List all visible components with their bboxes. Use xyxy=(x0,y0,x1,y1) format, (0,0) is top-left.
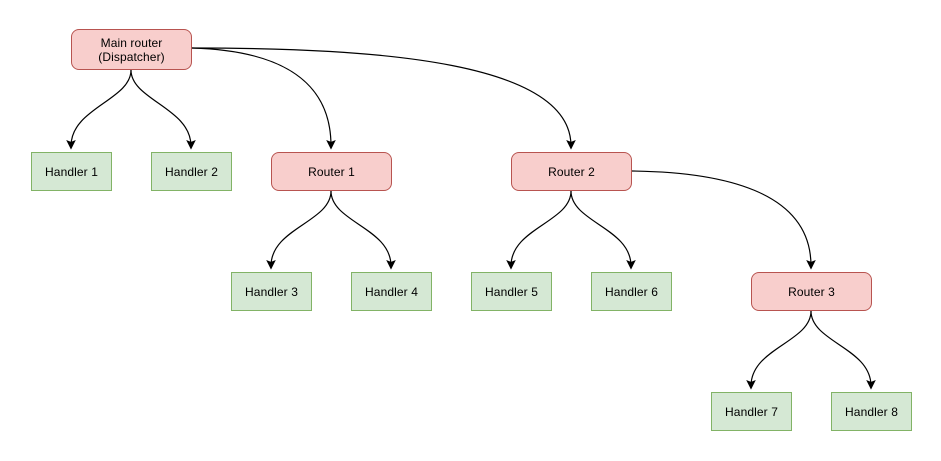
edge-main-router-to-router-2 xyxy=(191,47,576,150)
node-handler-3[interactable]: Handler 3 xyxy=(231,272,312,311)
edge-main-router-to-router-1 xyxy=(191,47,336,150)
node-label-router-1: Router 1 xyxy=(308,164,355,179)
node-label-handler-2: Handler 2 xyxy=(165,164,218,179)
node-label-router-2: Router 2 xyxy=(548,164,595,179)
edge-main-router-to-handler-1 xyxy=(66,69,132,150)
edge-router-3-to-handler-8 xyxy=(810,310,876,390)
node-router-2[interactable]: Router 2 xyxy=(511,152,632,191)
node-handler-8[interactable]: Handler 8 xyxy=(831,392,912,431)
node-handler-4[interactable]: Handler 4 xyxy=(351,272,432,311)
node-label-handler-6: Handler 6 xyxy=(605,284,658,299)
node-handler-6[interactable]: Handler 6 xyxy=(591,272,672,311)
node-main-router[interactable]: Main router (Dispatcher) xyxy=(71,29,192,70)
node-label-handler-5: Handler 5 xyxy=(485,284,538,299)
edge-main-router-to-handler-2 xyxy=(130,69,196,150)
node-label-handler-3: Handler 3 xyxy=(245,284,298,299)
node-label-main-router: Main router (Dispatcher) xyxy=(98,35,165,64)
node-handler-2[interactable]: Handler 2 xyxy=(151,152,232,191)
edge-router-1-to-handler-3 xyxy=(266,190,332,270)
node-label-router-3: Router 3 xyxy=(788,284,835,299)
node-label-handler-7: Handler 7 xyxy=(725,404,778,419)
edge-router-2-to-handler-5 xyxy=(506,190,572,270)
node-handler-1[interactable]: Handler 1 xyxy=(31,152,112,191)
node-handler-5[interactable]: Handler 5 xyxy=(471,272,552,311)
node-label-handler-8: Handler 8 xyxy=(845,404,898,419)
node-router-3[interactable]: Router 3 xyxy=(751,272,872,311)
edges-group xyxy=(66,47,876,390)
node-handler-7[interactable]: Handler 7 xyxy=(711,392,792,431)
node-router-1[interactable]: Router 1 xyxy=(271,152,392,191)
edge-router-2-to-handler-6 xyxy=(570,190,636,270)
edge-router-1-to-handler-4 xyxy=(330,190,396,270)
node-label-handler-1: Handler 1 xyxy=(45,164,98,179)
node-label-handler-4: Handler 4 xyxy=(365,284,418,299)
edge-router-2-to-router-3 xyxy=(631,170,816,270)
edge-router-3-to-handler-7 xyxy=(746,310,812,390)
